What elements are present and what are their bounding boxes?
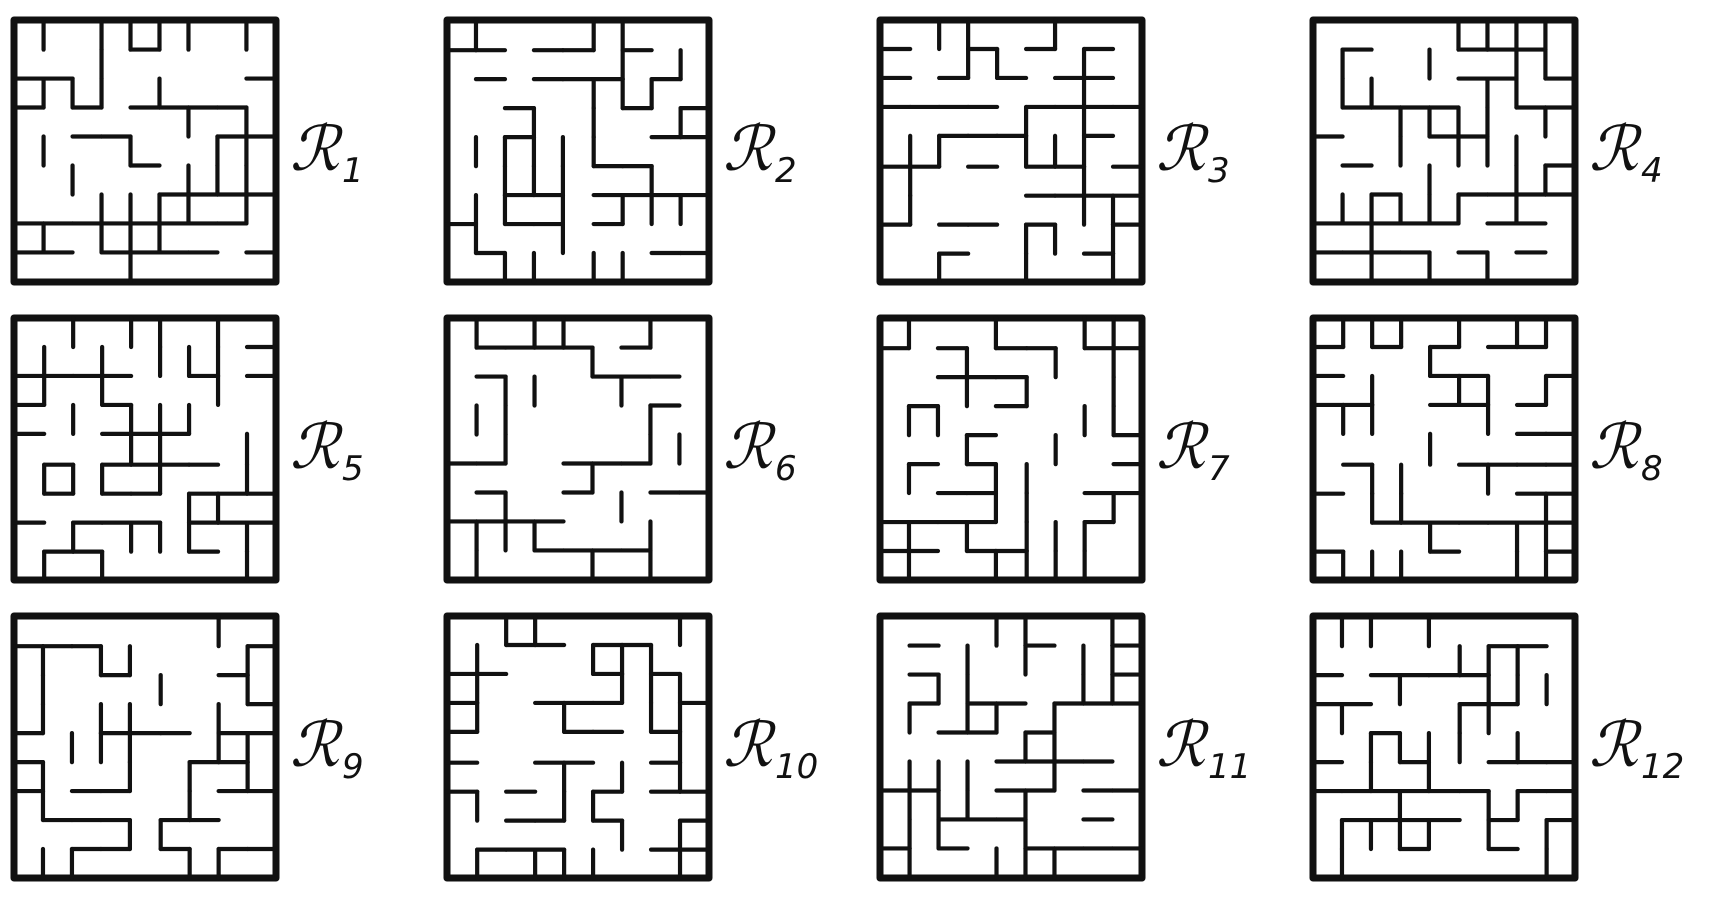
tiling-label-index: 10	[775, 747, 818, 787]
tiling-frame	[876, 314, 1146, 584]
tiling-label-index: 7	[1208, 449, 1230, 489]
tiling-label-index: 1	[342, 151, 364, 191]
tiling-label: ℛ	[290, 112, 344, 185]
tiling-label-index: 2	[775, 151, 797, 191]
tiling-label: ℛ	[723, 410, 777, 483]
tiling-frame	[10, 612, 280, 882]
tiling-label-index: 8	[1641, 449, 1663, 489]
tiling-label: ℛ	[1156, 410, 1210, 483]
tiling-frame	[876, 16, 1146, 286]
tiling-label: ℛ	[1589, 410, 1643, 483]
tiling-frame	[443, 16, 713, 286]
tiling-label-index: 11	[1208, 747, 1251, 787]
tiling-label: ℛ	[290, 410, 344, 483]
tiling-label: ℛ	[1156, 708, 1210, 781]
tiling-frame	[1309, 314, 1579, 584]
tiling-frame	[876, 612, 1146, 882]
tiling-frame	[10, 16, 280, 286]
tiling-label-index: 4	[1641, 151, 1663, 191]
tiling-label-index: 6	[775, 449, 797, 489]
tiling-label: ℛ	[290, 708, 344, 781]
tiling-frame	[1309, 16, 1579, 286]
tiling-label-index: 9	[342, 747, 364, 787]
tiling-label-index: 12	[1641, 747, 1684, 787]
tiling-label: ℛ	[723, 708, 777, 781]
tiling-frame	[1309, 612, 1579, 882]
tiling-frame	[443, 612, 713, 882]
tiling-frame	[443, 314, 713, 584]
tiling-label-index: 3	[1208, 151, 1230, 191]
tiling-label-index: 5	[342, 449, 364, 489]
tiling-frame	[10, 314, 280, 584]
tiling-label: ℛ	[1156, 112, 1210, 185]
tiling-label: ℛ	[1589, 112, 1643, 185]
tiling-label: ℛ	[723, 112, 777, 185]
tiling-label: ℛ	[1589, 708, 1643, 781]
